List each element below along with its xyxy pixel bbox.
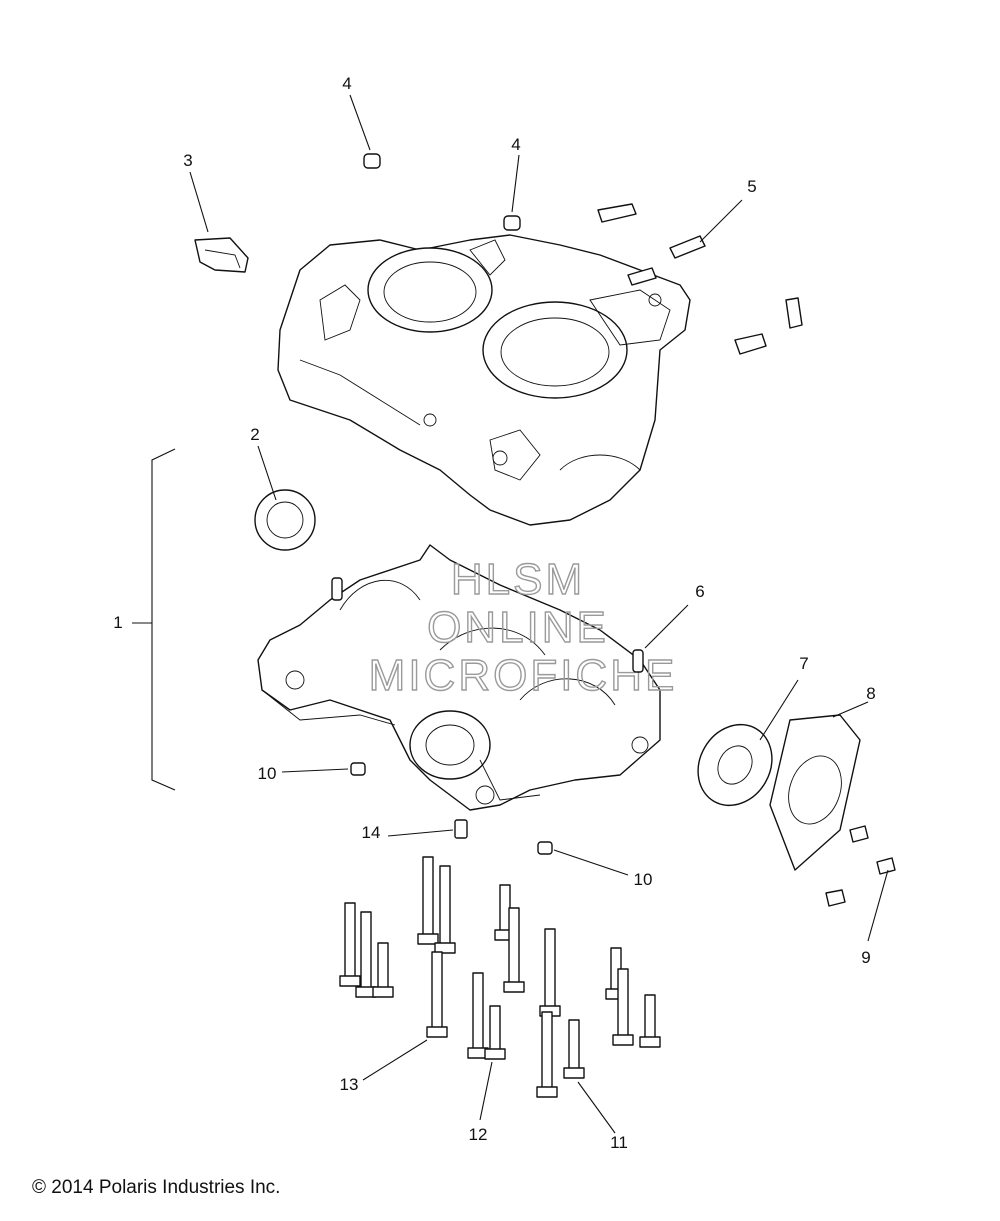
bolt-group [339,856,661,1098]
copyright-notice: © 2014 Polaris Industries Inc. [32,1177,281,1198]
callout-labels: 1 2 3 4 4 5 6 7 8 9 10 10 11 12 13 14 [113,74,875,1152]
bolt [612,968,634,1046]
callout-11: 11 [610,1133,628,1152]
callout-7: 7 [799,654,808,673]
bolt [536,1011,558,1098]
watermark-line-3: MICROFICHE [369,651,678,700]
bolt [339,902,361,987]
bolt [434,865,456,954]
watermark-line-1: HLSM [451,555,585,604]
callout-4a: 4 [342,74,351,93]
bolt [539,928,561,1017]
callout-14: 14 [362,823,381,842]
bolt [467,972,489,1059]
part-14-screw [454,819,468,839]
part-dowel-left [331,577,343,601]
callout-6: 6 [695,582,704,601]
bolt [372,942,394,998]
part-4-plug-a [363,153,381,169]
bolt [484,1005,506,1060]
callout-4b: 4 [511,135,520,154]
part-3-clip [194,237,249,273]
part-10-dowel-b [537,841,553,855]
upper-crankcase [277,234,691,526]
bolt [563,1019,585,1079]
part-6-dowel [632,649,644,673]
bolt [417,856,439,945]
callout-3: 3 [183,151,192,170]
callout-10b: 10 [634,870,653,889]
watermark: HLSM ONLINE MICROFICHE [368,554,678,700]
callout-10a: 10 [258,764,277,783]
part-8-cover [769,714,861,871]
part-10-dowel-a [350,762,366,776]
leader-lines [132,94,889,1134]
callout-5: 5 [747,177,756,196]
callout-13: 13 [340,1075,359,1094]
part-9-screws [825,825,896,907]
callout-2: 2 [250,425,259,444]
part-5-fittings [597,203,803,355]
part-7-gasket [697,723,773,807]
watermark-line-2: ONLINE [427,603,609,652]
bolt [639,994,661,1048]
bolt [503,907,525,993]
part-2-seal [254,489,316,551]
callout-12: 12 [469,1125,488,1144]
callout-9: 9 [861,948,870,967]
part-4-plug-b [503,215,521,231]
callout-8: 8 [866,684,875,703]
bolt [426,951,448,1038]
lower-crankcase [257,544,661,811]
callout-1: 1 [113,613,122,632]
